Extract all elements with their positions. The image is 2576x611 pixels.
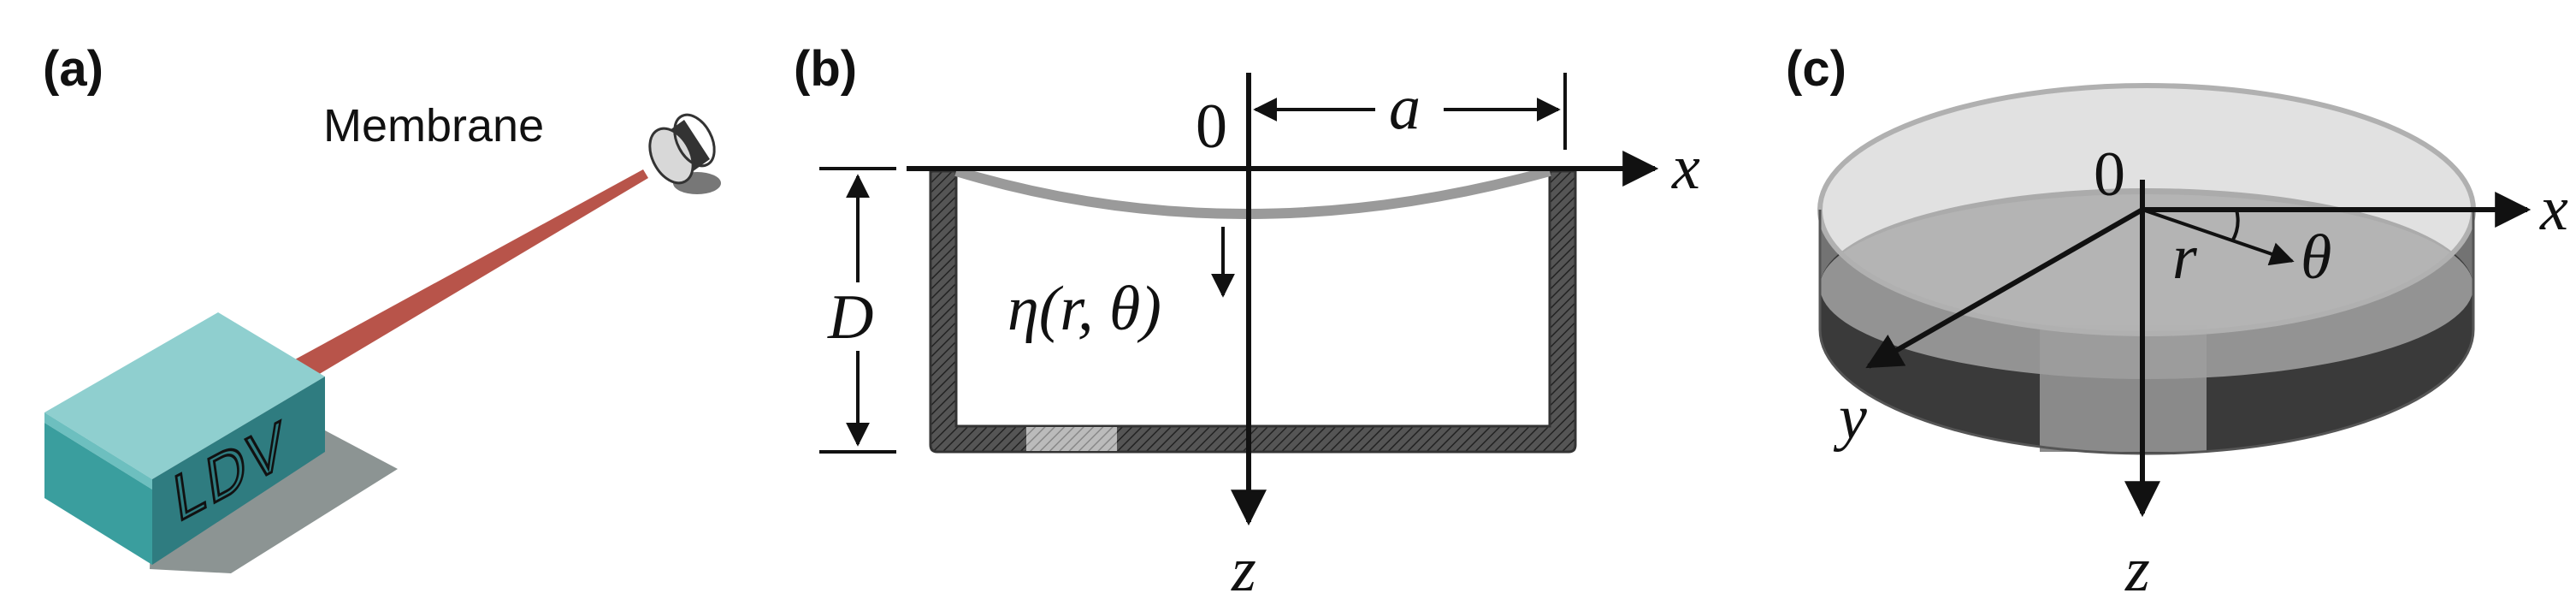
panel-c-label: (c) [1786, 41, 1846, 97]
bottom-window [1026, 427, 1117, 451]
ldv-top-face [44, 312, 325, 479]
y-axis-c [1865, 207, 2144, 369]
membrane-deflection [954, 166, 1551, 219]
panel-c: (c) x y z 0 r θ [1786, 41, 2568, 605]
radius-label: a [1389, 73, 1421, 143]
panel-a-label: (a) [43, 41, 103, 97]
membrane-label: Membrane [323, 100, 544, 151]
z-axis-c-label: z [2124, 535, 2150, 605]
membrane-icon [648, 113, 721, 194]
theta-arc [2230, 209, 2240, 243]
ldv-top-edge [44, 412, 152, 489]
x-axis-c-label: x [2539, 174, 2568, 244]
r-vector [2142, 208, 2295, 266]
x-axis-label: x [1671, 133, 1700, 203]
origin-c-label: 0 [2094, 139, 2125, 210]
panel-b: (b) x z 0 a D η(r, θ) [794, 41, 1700, 605]
depth-label: D [827, 282, 873, 353]
panel-b-label: (b) [794, 41, 857, 97]
ldv-device: LDV [44, 312, 325, 565]
ldv-shadow [150, 430, 398, 573]
cylinder-rim [1818, 210, 2475, 455]
y-axis-c-label: y [1833, 383, 1867, 453]
cylinder [1817, 83, 2476, 455]
ldv-side-face [152, 377, 325, 565]
laser-beam [295, 169, 648, 381]
theta-label: θ [2301, 222, 2331, 293]
deflection-label: η(r, θ) [1007, 274, 1161, 344]
cylinder-dark-side [1820, 210, 2473, 454]
z-axis-label: z [1231, 535, 1256, 605]
r-label: r [2172, 222, 2198, 293]
origin-label: 0 [1196, 92, 1227, 162]
ldv-front-face [44, 423, 152, 565]
panel-a: (a) LDV Membrane [43, 41, 721, 573]
